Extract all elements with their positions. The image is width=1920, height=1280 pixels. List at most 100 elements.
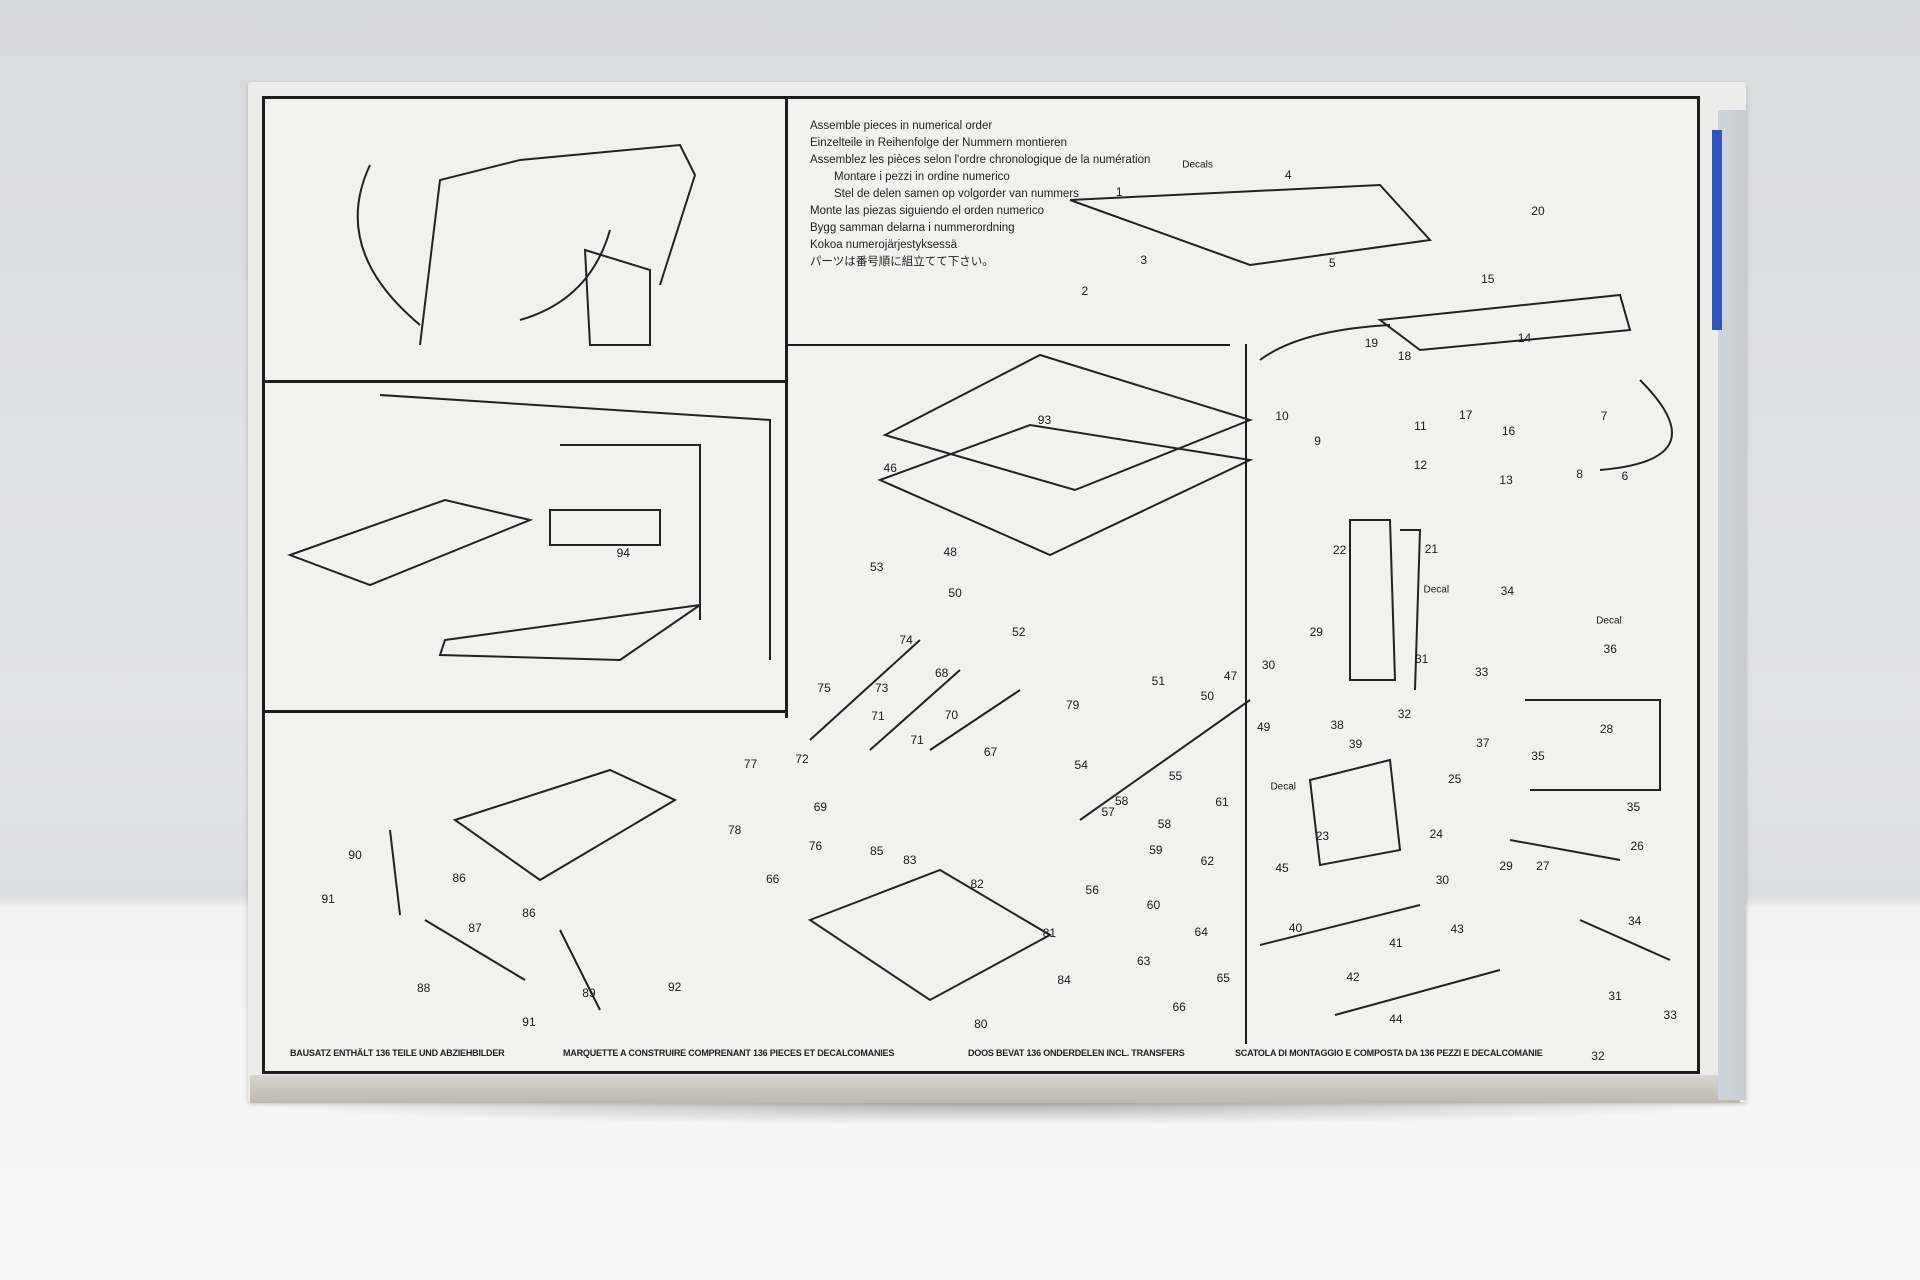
part-number-label: 4	[1284, 168, 1292, 183]
boom-parts-drawing	[1069, 183, 1433, 267]
part-number-label: 72	[795, 752, 809, 767]
decal-label: Decal	[1270, 781, 1297, 793]
part-number-label: 66	[765, 872, 780, 887]
footer-german: BAUSATZ ENTHÄLT 136 TEILE UND ABZIEHBILD…	[290, 1048, 505, 1058]
part-number-label: 25	[1448, 771, 1462, 786]
box-side-edge	[1718, 110, 1746, 1100]
part-number-label: 47	[1223, 668, 1238, 683]
part-number-label: 51	[1151, 673, 1166, 688]
part-number-label: 74	[899, 633, 913, 648]
part-number-label: 87	[468, 921, 482, 936]
part-number-label: 91	[321, 891, 335, 906]
part-number-label: 31	[1414, 651, 1429, 666]
footer-dutch: DOOS BEVAT 136 ONDERDELEN INCL. TRANSFER…	[968, 1048, 1185, 1058]
part-number-label: 33	[1474, 665, 1489, 680]
part-number-label: 13	[1499, 473, 1513, 487]
part-number-label: 19	[1364, 335, 1379, 350]
part-number-label: 8	[1576, 466, 1583, 481]
instruction-sheet	[262, 96, 1700, 1074]
footer-italian: SCATOLA DI MONTAGGIO E COMPOSTA DA 136 P…	[1235, 1048, 1543, 1058]
part-number-label: 85	[870, 844, 884, 859]
part-number-label: 80	[974, 1016, 988, 1031]
part-number-label: 70	[944, 708, 959, 723]
part-number-label: 20	[1531, 203, 1545, 218]
part-number-label: 63	[1136, 954, 1151, 969]
part-number-label: 2	[1081, 284, 1089, 299]
assembly-instructions: Assemble pieces in numerical order Einze…	[810, 120, 1230, 273]
part-number-label: 34	[1628, 913, 1642, 928]
part-number-label: 75	[817, 681, 831, 696]
part-number-label: 52	[1012, 624, 1026, 639]
part-number-label: 10	[1275, 409, 1289, 424]
part-number-label: 36	[1603, 641, 1617, 656]
box-blue-stripe	[1712, 130, 1722, 330]
tail-lift-drawing	[287, 498, 534, 587]
part-number-label: 43	[1450, 922, 1464, 937]
part-number-label: 46	[883, 460, 897, 475]
part-number-label: 62	[1200, 853, 1215, 868]
part-number-label: 86	[522, 906, 536, 921]
part-number-label: 76	[808, 839, 823, 854]
part-number-label: 9	[1314, 433, 1321, 448]
part-number-label: 6	[1621, 469, 1629, 484]
part-number-label: 77	[743, 757, 758, 772]
part-number-label: 94	[616, 546, 630, 561]
part-number-label: 37	[1476, 736, 1490, 751]
part-number-label: 40	[1288, 921, 1303, 936]
part-number-label: 50	[948, 585, 962, 600]
part-number-label: 1	[1115, 185, 1123, 200]
part-number-label: 32	[1397, 706, 1412, 721]
part-number-label: 31	[1608, 988, 1622, 1003]
part-number-label: 7	[1600, 409, 1608, 424]
part-number-label: 58	[1157, 817, 1172, 832]
divider	[1245, 344, 1247, 1044]
part-number-label: 61	[1215, 795, 1229, 810]
part-number-label: 33	[1663, 1008, 1677, 1023]
part-number-label: 15	[1481, 272, 1495, 287]
part-number-label: 86	[452, 870, 466, 885]
instruction-es: Monte las piezas siguiendo el orden nume…	[810, 205, 1044, 217]
part-number-label: 29	[1309, 624, 1323, 639]
part-number-label: 32	[1591, 1048, 1605, 1063]
part-number-label: 23	[1315, 829, 1330, 844]
part-number-label: 60	[1146, 897, 1161, 912]
instruction-de: Einzelteile in Reihenfolge der Nummern m…	[810, 137, 1067, 149]
part-number-label: 21	[1424, 541, 1439, 556]
part-number-label: 54	[1074, 758, 1088, 773]
crane-drawing	[419, 143, 697, 346]
part-number-label: 38	[1330, 717, 1344, 732]
divider	[264, 380, 786, 383]
part-number-label: 28	[1599, 721, 1614, 736]
lift-rams-drawing	[809, 639, 1251, 821]
instruction-nl: Stel de delen samen op volgorder van num…	[834, 188, 1079, 200]
part-number-label: 73	[874, 681, 889, 696]
part-number-label: 88	[416, 981, 431, 996]
part-number-label: 35	[1531, 748, 1545, 763]
part-number-label: 79	[1065, 698, 1080, 713]
part-number-label: 81	[1042, 926, 1057, 941]
part-number-label: 14	[1517, 330, 1532, 345]
part-number-label: 65	[1216, 971, 1230, 986]
part-number-label: 16	[1501, 424, 1516, 439]
part-number-label: 50	[1200, 688, 1215, 703]
instruction-fi: Kokoa numerojärjestyksessä	[810, 239, 958, 251]
part-number-label: 18	[1397, 349, 1412, 364]
part-number-label: 90	[348, 847, 362, 862]
part-number-label: 59	[1149, 842, 1163, 857]
part-number-label: 48	[943, 545, 957, 560]
part-number-label: 49	[1256, 720, 1271, 735]
instruction-ja: パーツは番号順に組立てて下さい。	[810, 256, 994, 268]
part-number-label: 44	[1389, 1011, 1403, 1026]
part-number-label: 57	[1101, 804, 1115, 819]
part-number-label: 30	[1435, 873, 1450, 888]
part-number-label: 53	[870, 559, 884, 574]
part-number-label: 82	[970, 877, 984, 892]
decal-label: Decal	[1423, 584, 1450, 596]
part-number-label: 42	[1346, 970, 1360, 985]
part-number-label: 41	[1389, 935, 1403, 950]
part-number-label: 84	[1057, 972, 1071, 987]
part-number-label: 26	[1630, 839, 1644, 854]
part-number-label: 69	[813, 799, 828, 814]
part-number-label: 45	[1275, 861, 1289, 876]
